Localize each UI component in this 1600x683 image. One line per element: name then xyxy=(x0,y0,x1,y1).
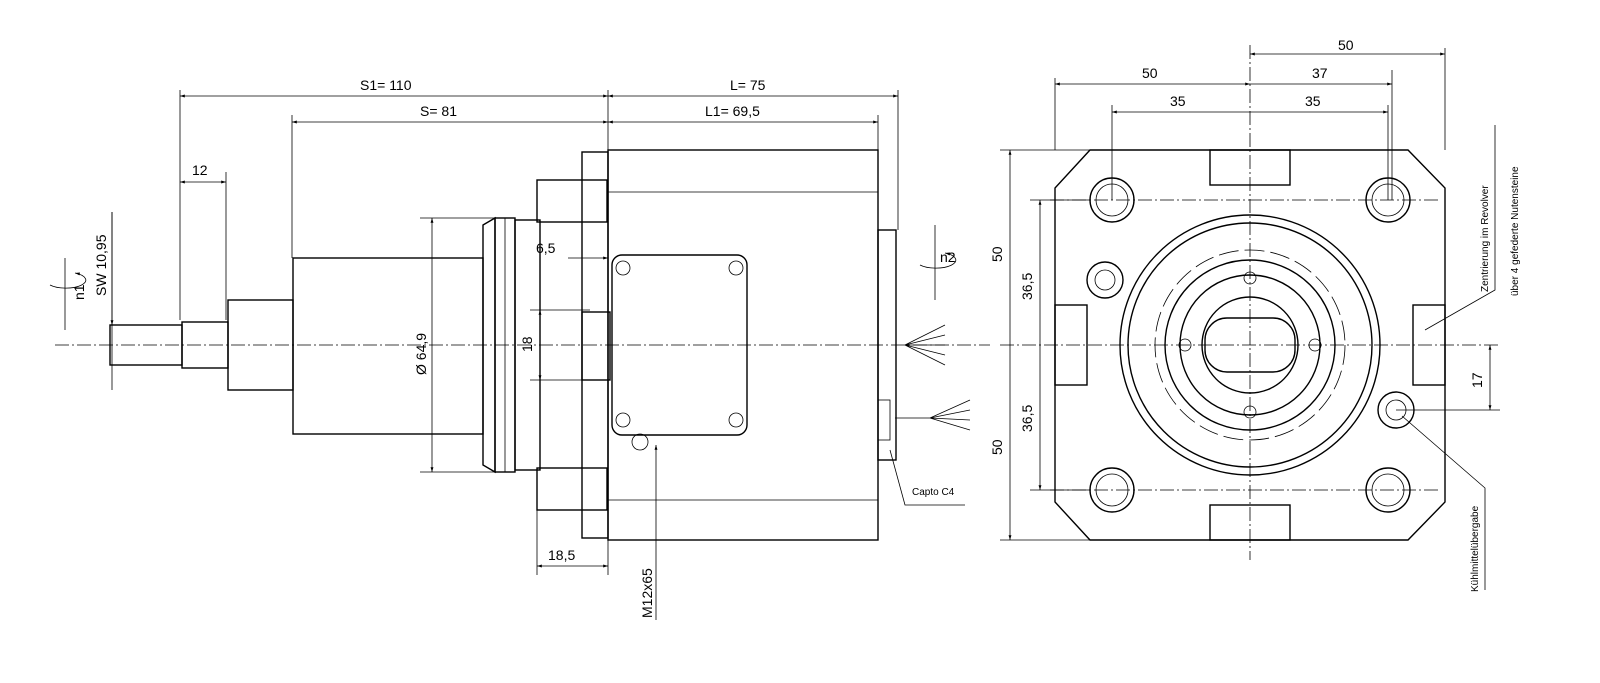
dim-v50-bottom: 50 xyxy=(989,439,1005,455)
label-n1: n1 xyxy=(71,284,87,300)
dim-12: 12 xyxy=(192,162,208,178)
body-cylinder xyxy=(292,257,484,435)
dim-diameter: Ø 64,9 xyxy=(413,333,429,375)
front-view: 50 50 37 35 35 50 50 36,5 36,5 17 Zentri… xyxy=(989,37,1521,592)
dim-35-right: 35 xyxy=(1305,93,1321,109)
note-kuehlmittel: Kühlmittelübergabe xyxy=(1470,505,1481,592)
note-zentrierung: Zentrierung im Revolver xyxy=(1480,185,1491,292)
dim-l1: L1= 69,5 xyxy=(705,103,760,119)
dim-17: 17 xyxy=(1469,372,1485,388)
dim-left-50: 50 xyxy=(1142,65,1158,81)
dim-18: 18 xyxy=(519,336,535,352)
dim-sw: SW 10,95 xyxy=(93,234,109,296)
capto-flange xyxy=(877,229,897,461)
dim-36-5-bottom: 36,5 xyxy=(1019,405,1035,432)
label-capto: Capto C4 xyxy=(912,487,955,498)
dim-6-5: 6,5 xyxy=(536,240,556,256)
label-thread: M12x65 xyxy=(639,568,655,618)
dim-s: S= 81 xyxy=(420,103,457,119)
flange-plate xyxy=(1054,149,1446,541)
dim-18-5: 18,5 xyxy=(548,547,575,563)
dim-35-left: 35 xyxy=(1170,93,1186,109)
dim-top-50: 50 xyxy=(1338,37,1354,53)
dim-36-5-top: 36,5 xyxy=(1019,273,1035,300)
dim-v50-top: 50 xyxy=(989,246,1005,262)
dim-l: L= 75 xyxy=(730,77,766,93)
dim-s1: S1= 110 xyxy=(360,77,412,93)
label-n2: n2 xyxy=(940,249,956,265)
cover-plate xyxy=(611,254,748,436)
side-view: S1= 110 S= 81 L= 75 L1= 69,5 12 SW 10,95… xyxy=(49,77,990,620)
dim-37: 37 xyxy=(1312,65,1328,81)
note-nutensteine: über 4 gefederte Nutensteine xyxy=(1510,166,1521,296)
